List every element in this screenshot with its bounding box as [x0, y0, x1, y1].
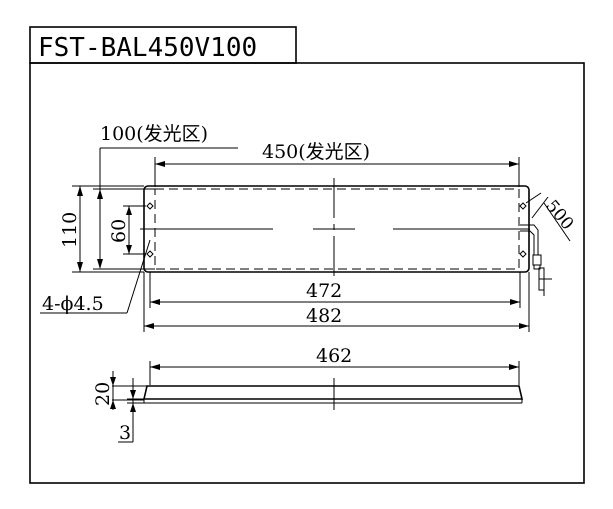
svg-text:20: 20 [92, 382, 114, 406]
top-view: 100(发光区) 450(发光区) 110 60 [40, 123, 577, 332]
side-profile [142, 385, 524, 400]
svg-text:462: 462 [316, 345, 352, 367]
svg-text:110: 110 [59, 212, 81, 248]
dim-hole-pitch: 472 [149, 272, 521, 308]
svg-text:60: 60 [108, 219, 130, 243]
model-title: FST-BAL450V100 [38, 33, 257, 63]
dim-total-height: 110 [59, 185, 144, 273]
svg-text:450(发光区): 450(发光区) [262, 141, 370, 163]
svg-text:100(发光区): 100(发光区) [100, 123, 208, 145]
title-box [29, 26, 297, 64]
dim-hole-spacing: 60 [108, 205, 146, 255]
dim-emitting-width: 450(发光区) [154, 141, 520, 187]
side-view: 462 20 3 [92, 345, 524, 444]
svg-text:500: 500 [541, 196, 577, 234]
drawing-border [29, 62, 585, 484]
dim-cable-length: 500 [525, 192, 577, 242]
svg-text:3: 3 [119, 422, 131, 444]
dim-side-thickness: 20 [92, 371, 147, 410]
dim-hole-spec: 4-ϕ4.5 [40, 239, 151, 315]
dim-total-length: 482 [143, 272, 530, 332]
svg-text:482: 482 [306, 305, 342, 327]
svg-text:472: 472 [306, 280, 342, 302]
dim-emitting-height: 100(发光区) [93, 123, 238, 270]
dim-side-flange: 3 [118, 378, 144, 444]
dim-side-length: 462 [149, 345, 520, 385]
cable-connector [520, 224, 552, 296]
svg-text:4-ϕ4.5: 4-ϕ4.5 [42, 293, 104, 315]
mounting-hole [146, 202, 527, 258]
